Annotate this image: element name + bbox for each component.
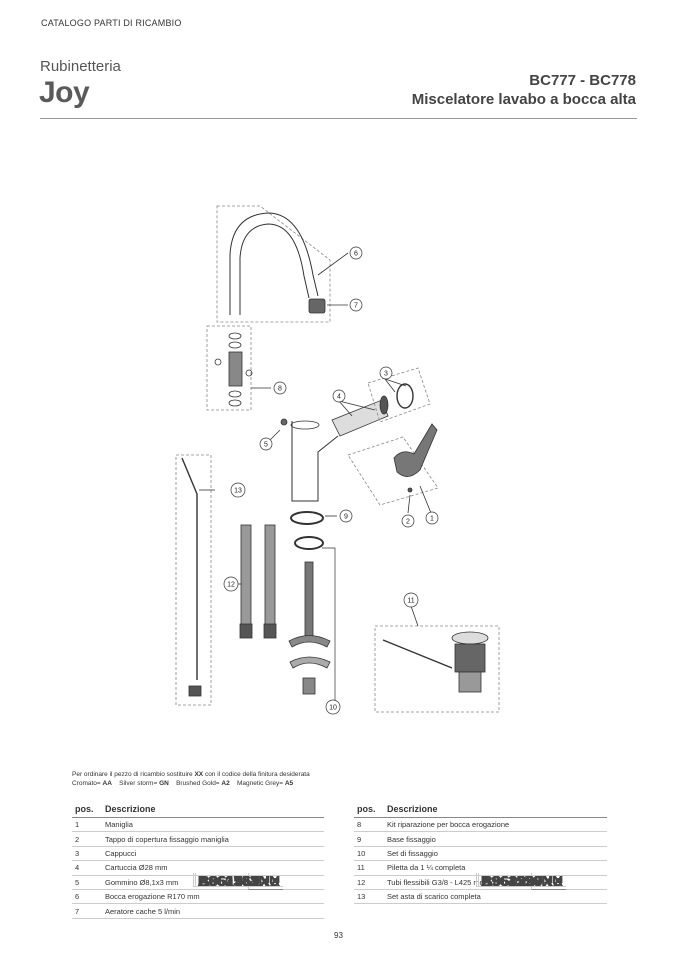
- col-code: Codici: [248, 873, 283, 890]
- col-desc: Descrizione: [384, 801, 607, 818]
- desc-cell: Cappucci: [102, 846, 324, 862]
- finish-codes: Cromato= AA Silver storm= GN Brushed Gol…: [72, 780, 294, 787]
- desc-cell: Tappo di copertura fissaggio maniglia: [102, 831, 324, 847]
- spout-outline: [229, 212, 319, 315]
- desc-cell: Aeratore cache 5 l/min: [102, 903, 324, 919]
- col-code: Codici: [531, 873, 566, 890]
- svg-text:7: 7: [354, 303, 358, 310]
- pos-cell: 1: [72, 817, 102, 833]
- desc-cell: Tubi flessibili G3/8 - L425 mm: [384, 875, 607, 890]
- code-cell: B960900XX: [478, 873, 566, 890]
- pos-cell: 12: [354, 875, 384, 890]
- callout-8: 8: [273, 381, 287, 395]
- header-divider: [40, 118, 637, 119]
- pos-cell: 8: [354, 817, 384, 833]
- svg-text:4: 4: [337, 394, 341, 401]
- order-note-line1: Per ordinare il pezzo di ricambio sostit…: [72, 771, 310, 778]
- callout-6: 6: [349, 246, 363, 260]
- desc-cell: Kit riparazione per bocca erogazione: [384, 817, 607, 833]
- desc-cell: Set di fissaggio: [384, 846, 607, 862]
- pos-cell: 5: [72, 875, 102, 890]
- desc-cell: Cartuccia Ø28 mm: [102, 860, 324, 876]
- pos-cell: 9: [354, 831, 384, 847]
- callout-5: 5: [259, 437, 273, 451]
- page-number: 93: [334, 931, 343, 940]
- product-model: Miscelatore lavabo a bocca alta: [411, 91, 636, 108]
- callout-7: 7: [349, 298, 363, 312]
- drain-part: [454, 643, 486, 673]
- pos-cell: 10: [354, 846, 384, 862]
- kit-body-part: [228, 351, 243, 387]
- pos-cell: 7: [72, 903, 102, 919]
- callout-3: 3: [379, 366, 393, 380]
- callout-4: 4: [332, 389, 346, 403]
- callout-1: 1: [425, 511, 439, 525]
- callout-13: 13: [230, 482, 246, 498]
- catalog-title: CATALOGO PARTI DI RICAMBIO: [41, 18, 182, 28]
- pos-cell: 11: [354, 860, 384, 876]
- mixer-body-part: [291, 421, 339, 502]
- pos-cell: 4: [72, 860, 102, 876]
- svg-text:8: 8: [278, 386, 282, 393]
- pos-cell: 3: [72, 846, 102, 862]
- col-desc: Descrizione: [102, 801, 324, 818]
- svg-text:12: 12: [227, 582, 235, 589]
- svg-text:6: 6: [354, 251, 358, 258]
- section-title: Rubinetteria: [40, 58, 121, 75]
- col-pos: pos.: [72, 801, 102, 818]
- svg-text:3: 3: [384, 371, 388, 378]
- desc-cell: Gommino Ø8,1x3 mm: [102, 875, 324, 890]
- desc-cell: Piletta da 1 ¼ completa: [384, 860, 607, 876]
- desc-cell: Bocca erogazione R170 mm: [102, 889, 324, 905]
- desc-cell: Set asta di scarico completa: [384, 889, 607, 905]
- aerator-part: [308, 298, 326, 314]
- exploded-diagram: 6 7 8 3 4 5 13 9 2 1 12 11 10: [175, 205, 500, 715]
- svg-text:9: 9: [344, 514, 348, 521]
- svg-text:1: 1: [430, 516, 434, 523]
- code-cell: A962708NU: [193, 873, 283, 890]
- kit-group-box: [206, 325, 252, 411]
- base-part: [290, 511, 324, 525]
- svg-text:10: 10: [329, 705, 337, 712]
- product-codes: BC777 - BC778: [529, 72, 636, 89]
- callouts: 6 7 8 3 4 5 13 9 2 1 12 11 10: [223, 246, 439, 715]
- pos-cell: 6: [72, 889, 102, 905]
- svg-text:2: 2: [406, 519, 410, 526]
- brand-title: Joy: [39, 76, 90, 109]
- svg-text:5: 5: [264, 442, 268, 449]
- callout-10: 10: [325, 699, 341, 715]
- callout-2: 2: [401, 514, 415, 528]
- col-pos: pos.: [354, 801, 384, 818]
- pos-cell: 2: [72, 831, 102, 847]
- callout-12: 12: [223, 576, 239, 592]
- spout-group-box: [216, 205, 331, 323]
- desc-cell: Maniglia: [102, 817, 324, 833]
- handle-part: [393, 423, 438, 477]
- svg-text:13: 13: [234, 488, 242, 495]
- callout-9: 9: [339, 509, 353, 523]
- cap-part: [396, 383, 414, 409]
- pos-cell: 13: [354, 889, 384, 905]
- desc-cell: Base fissaggio: [384, 831, 607, 847]
- svg-text:11: 11: [407, 598, 414, 605]
- order-note: Per ordinare il pezzo di ricambio sostit…: [72, 770, 310, 788]
- callout-11: 11: [403, 592, 419, 608]
